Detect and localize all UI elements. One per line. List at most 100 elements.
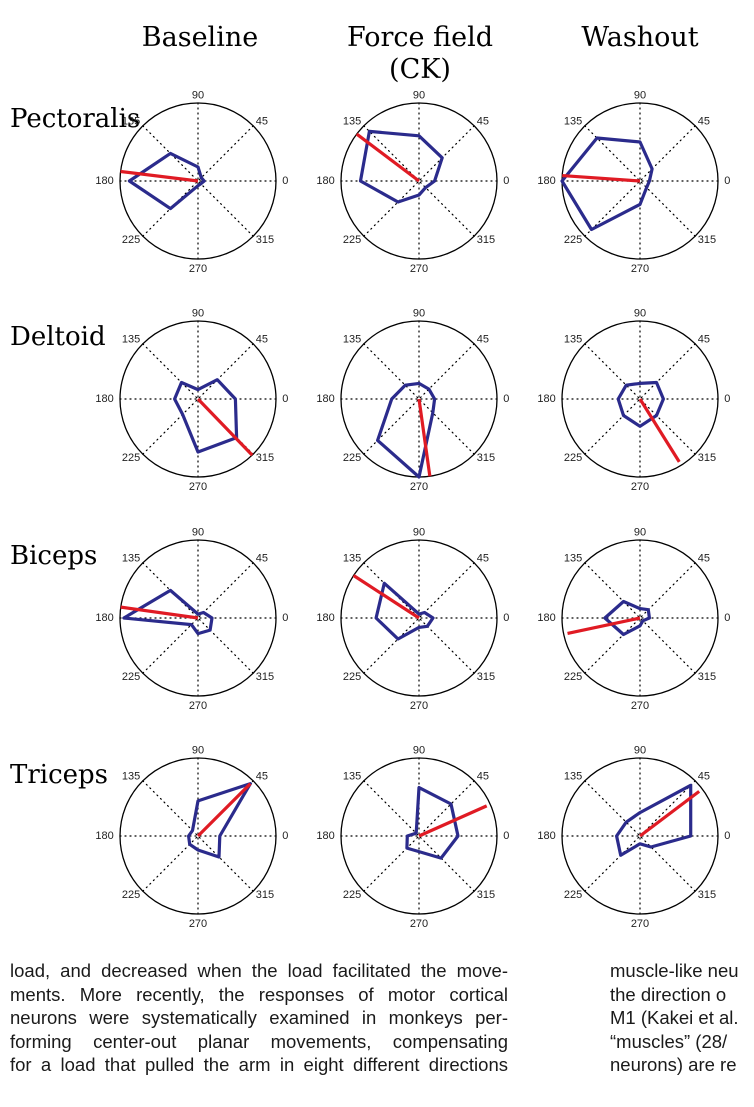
angle-label-90: 90 [413,307,425,319]
row-label-deltoid: Deltoid [10,322,106,352]
polar-spoke [363,562,475,674]
polar-spoke [363,343,475,455]
angle-label-270: 270 [189,700,207,712]
angle-label-270: 270 [410,263,428,275]
angle-label-225: 225 [122,889,140,901]
angle-label-270: 270 [189,918,207,930]
polar-spoke [142,125,254,237]
column-header-sublabel: (CK) [389,54,451,85]
column-header-force-field: Force field (CK) [320,22,520,86]
angle-label-315: 315 [477,234,495,246]
angle-label-180: 180 [537,830,555,842]
angle-label-90: 90 [192,744,204,756]
angle-label-90: 90 [192,307,204,319]
angle-label-315: 315 [477,889,495,901]
angle-label-270: 270 [410,918,428,930]
angle-label-45: 45 [256,116,268,128]
text-line: muscle-like neu [610,960,739,981]
polar-spoke [584,125,696,237]
angle-label-90: 90 [634,89,646,101]
preferred-direction-vector [417,398,432,477]
angle-label-135: 135 [343,553,361,565]
angle-label-270: 270 [631,263,649,275]
angle-label-225: 225 [564,889,582,901]
angle-label-225: 225 [564,234,582,246]
preferred-direction-vector [355,132,420,183]
angle-label-225: 225 [564,671,582,683]
polar-spoke [363,780,475,892]
angle-label-315: 315 [477,452,495,464]
angle-label-45: 45 [477,116,489,128]
tuning-curve [376,381,437,479]
tuning-curve [358,129,444,204]
angle-label-135: 135 [564,116,582,128]
polar-spoke [584,343,696,455]
body-text-left-column: load, and decreased when the load facili… [10,959,508,1077]
preferred-direction-vector [196,397,254,457]
column-header-label: Force field [346,22,493,53]
angle-label-225: 225 [122,671,140,683]
angle-label-45: 45 [698,116,710,128]
angle-label-180: 180 [537,175,555,187]
column-header-label: Washout [581,22,699,53]
angle-label-135: 135 [564,771,582,783]
preferred-direction-vector [120,605,199,620]
row-label-pectoralis: Pectoralis [10,104,141,134]
tuning-curve [127,151,206,211]
preferred-direction-vector [567,616,641,635]
polar-spoke [142,780,254,892]
angle-label-135: 135 [122,334,140,346]
angle-label-270: 270 [631,918,649,930]
angle-label-225: 225 [343,671,361,683]
tuning-curve [173,378,239,454]
angle-label-225: 225 [122,234,140,246]
angle-label-315: 315 [698,452,716,464]
angle-label-315: 315 [256,671,274,683]
angle-label-270: 270 [410,481,428,493]
polar-spoke [584,562,696,674]
preferred-direction-vector [352,574,420,620]
polar-spoke [142,562,254,674]
angle-label-270: 270 [189,481,207,493]
text-line: load, and decreased when the load facili… [10,960,508,981]
angle-label-180: 180 [537,393,555,405]
angle-label-0: 0 [724,393,730,405]
text-line: “muscles” (28/ [610,1030,728,1052]
angle-label-45: 45 [698,771,710,783]
angle-label-135: 135 [122,771,140,783]
preferred-direction-vector [418,804,488,838]
angle-label-180: 180 [95,830,113,842]
angle-label-315: 315 [698,671,716,683]
angle-label-45: 45 [256,334,268,346]
angle-label-45: 45 [477,553,489,565]
polar-spoke [363,562,475,674]
angle-label-225: 225 [564,452,582,464]
text-line: neurons) are re [610,1054,737,1076]
tuning-curve [187,781,252,859]
angle-label-270: 270 [631,481,649,493]
angle-label-0: 0 [724,612,730,624]
angle-label-180: 180 [316,830,334,842]
polar-spoke [584,780,696,892]
angle-label-135: 135 [122,553,140,565]
column-header-label: Baseline [141,22,259,53]
angle-label-0: 0 [503,612,509,624]
preferred-direction-vector [120,169,199,183]
angle-label-0: 0 [503,175,509,187]
polar-spoke [584,562,696,674]
angle-label-45: 45 [477,771,489,783]
angle-label-0: 0 [282,393,288,405]
polar-spoke [363,125,475,237]
angle-label-180: 180 [316,393,334,405]
preferred-direction-vector [638,398,681,463]
angle-label-90: 90 [192,89,204,101]
